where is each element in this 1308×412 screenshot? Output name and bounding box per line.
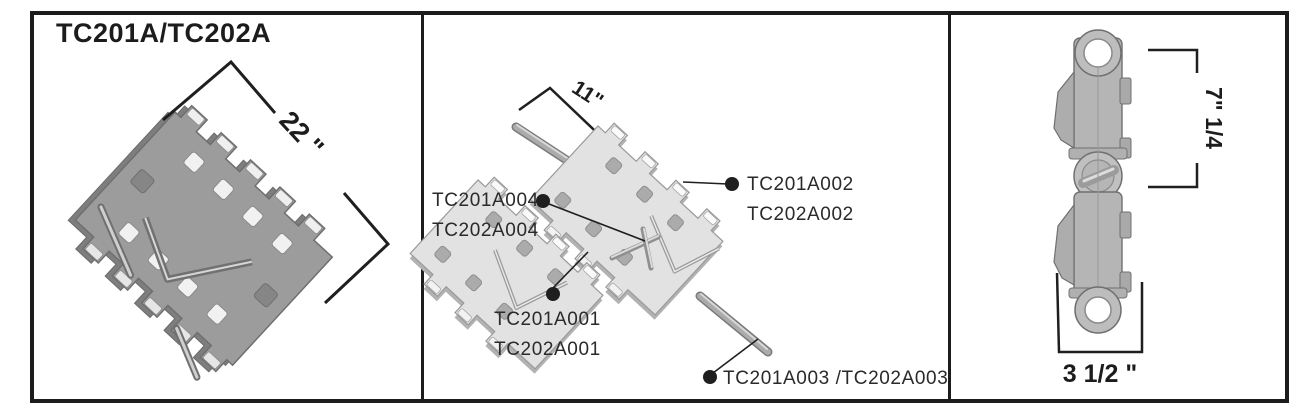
link-wedge-top (1053, 70, 1075, 150)
dimension-label-7-1-4in: 7" 1/4 (1201, 87, 1227, 149)
wedge-bar-highlight (611, 235, 659, 258)
panel-divider-right (948, 11, 951, 403)
dimension-label-3-1-2in: 3 1/2 " (1063, 360, 1137, 388)
part-label-002: TC201A002 TC202A002 (747, 170, 854, 230)
part-label-001: TC201A001 TC202A001 (494, 305, 601, 365)
link-eye-bottom-hole (1084, 296, 1112, 324)
figure-title: TC201A/TC202A (56, 18, 272, 48)
tooth-cap (245, 162, 264, 180)
side-profile-view: 7" 1/4 3 1/2 " (1053, 29, 1227, 388)
trackpad-isometric-view (67, 104, 334, 381)
part-number: TC201A001 (494, 309, 601, 330)
link-tab (1119, 211, 1132, 239)
link-eye-top-hole (1083, 38, 1113, 68)
panel-divider-left (421, 11, 424, 403)
link-tab (1119, 77, 1132, 105)
tooth-cap (144, 297, 162, 315)
leader-line-003 (712, 338, 759, 374)
dimension-bracket (323, 192, 391, 305)
leader-dot-002 (725, 177, 739, 191)
tooth-cap (216, 135, 234, 153)
leader-line-001 (550, 251, 589, 291)
dimension-bracket (1055, 272, 1144, 354)
dimension-bracket (1148, 48, 1199, 189)
tooth-cap (186, 108, 205, 126)
exploded-view: 11" (398, 76, 773, 384)
track-wedge-004 (609, 226, 661, 271)
plate-recess (130, 169, 155, 194)
tooth-cap (304, 216, 323, 234)
track-pin-highlight (700, 293, 768, 350)
plate-hole (118, 222, 140, 244)
dimension-label-11in: 11" (568, 76, 607, 113)
dimension-bracket (162, 59, 277, 122)
wedge-bar (640, 226, 654, 271)
leader-dot-001 (546, 287, 560, 301)
plate-hole (212, 178, 234, 200)
grouser-ridge-highlight (650, 215, 720, 273)
plate-recess (253, 283, 278, 308)
cross-bar-highlight (99, 205, 133, 277)
wedge-bar-highlight (643, 228, 653, 268)
part-label-004: TC201A004 TC202A004 (432, 186, 539, 246)
plate-hole (271, 233, 293, 255)
tooth-cap (114, 270, 133, 288)
tooth-cap (85, 243, 104, 261)
leader-dot-003 (703, 370, 717, 384)
link-wedge-bottom (1053, 203, 1075, 287)
leader-dot-004 (536, 194, 550, 208)
dimension-22in (162, 59, 391, 305)
part-number: TC202A004 (432, 220, 539, 241)
plate-hole (183, 151, 205, 173)
track-pin (697, 293, 771, 355)
plate-hole (177, 276, 199, 298)
leader-line-004 (548, 203, 646, 242)
plate-hole (206, 303, 228, 325)
part-number: TC201A003 /TC202A003 (723, 368, 949, 389)
tooth-cap (275, 189, 293, 207)
part-label-003: TC201A003 /TC202A003 (723, 364, 948, 394)
cross-bar-highlight (175, 326, 199, 379)
part-number: TC201A002 (747, 174, 854, 195)
grouser-ridge-highlight (144, 217, 252, 281)
track-plate-002 (518, 115, 735, 330)
leader-line-002 (682, 181, 729, 185)
plate-hole (242, 205, 264, 228)
dimension-label-22in: 22 " (273, 105, 329, 162)
part-number: TC201A004 (432, 190, 539, 211)
part-number: TC202A002 (747, 204, 854, 225)
tooth-cap (202, 351, 221, 369)
part-number: TC202A001 (494, 339, 601, 360)
